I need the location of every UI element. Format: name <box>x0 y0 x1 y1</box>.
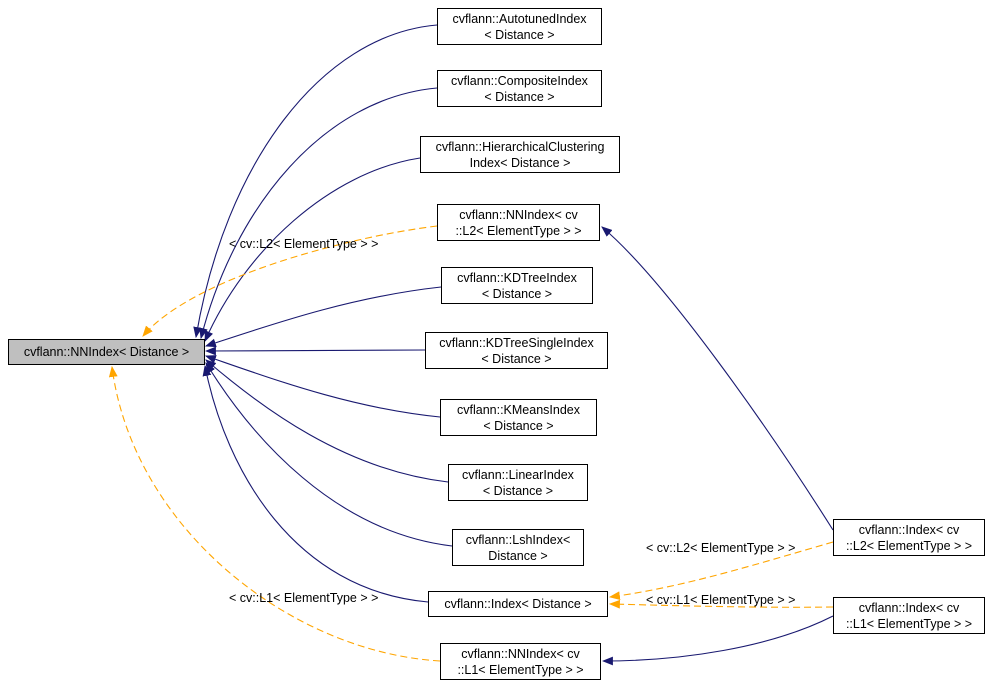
node-label-line: < Distance > <box>481 286 553 301</box>
edge-label-l2-right: < cv::L2< ElementType > > <box>646 541 796 555</box>
edge-nnindex-l2-to-main <box>142 225 438 337</box>
node-autotuned-index[interactable]: cvflann::AutotunedIndex < Distance > <box>437 8 602 45</box>
node-hierarchical-clustering-index[interactable]: cvflann::HierarchicalClustering Index< D… <box>420 136 620 173</box>
node-label-line: ::L2< ElementType > > <box>455 223 582 238</box>
node-index-l1[interactable]: cvflann::Index< cv ::L1< ElementType > > <box>833 597 985 634</box>
edge-label-l1-left: < cv::L1< ElementType > > <box>229 591 379 605</box>
node-label-line: cvflann::Index< cv <box>858 600 960 615</box>
node-label-line: cvflann::KMeansIndex <box>457 402 580 417</box>
node-kdtree-single-index[interactable]: cvflann::KDTreeSingleIndex < Distance > <box>425 332 608 369</box>
edge-index-l2-to-index-distance <box>608 541 834 601</box>
node-label-line: ::L1< ElementType > > <box>457 662 584 677</box>
node-index-l2[interactable]: cvflann::Index< cv ::L2< ElementType > > <box>833 519 985 556</box>
edge-autotuned-to-main <box>193 24 438 339</box>
node-label-line: cvflann::LinearIndex <box>462 467 574 482</box>
edge-kdtree-to-main <box>204 286 442 348</box>
edge-lsh-to-main <box>205 362 453 547</box>
node-label-line: cvflann::KDTreeSingleIndex <box>439 335 594 350</box>
node-label-line: cvflann::NNIndex< cv <box>461 646 580 661</box>
node-nnindex-l1[interactable]: cvflann::NNIndex< cv ::L1< ElementType >… <box>440 643 601 680</box>
edge-label-l1-right: < cv::L1< ElementType > > <box>646 593 796 607</box>
node-kdtree-index[interactable]: cvflann::KDTreeIndex < Distance > <box>441 267 593 304</box>
node-linear-index[interactable]: cvflann::LinearIndex < Distance > <box>448 464 588 501</box>
node-label: cvflann::Index< Distance > <box>444 597 592 611</box>
edge-kmeans-to-main <box>204 355 441 418</box>
node-label-line: Index< Distance > <box>469 155 571 170</box>
edge-hierarchical-to-main <box>204 157 421 343</box>
edge-nnindex-l1-to-main <box>108 365 441 662</box>
node-label: cvflann::NNIndex< Distance > <box>23 345 190 359</box>
edge-index-l1-to-nnindex-l1 <box>601 615 834 666</box>
node-label-line: cvflann::CompositeIndex <box>451 73 588 88</box>
node-label-line: cvflann::AutotunedIndex <box>452 11 587 26</box>
node-label-line: ::L1< ElementType > > <box>845 616 973 631</box>
node-composite-index[interactable]: cvflann::CompositeIndex < Distance > <box>437 70 602 107</box>
edge-composite-to-main <box>199 87 438 340</box>
edge-kdtreesingle-to-main <box>204 346 426 356</box>
node-nnindex-distance[interactable]: cvflann::NNIndex< Distance > <box>8 339 205 365</box>
edge-label-l2-left: < cv::L2< ElementType > > <box>229 237 379 251</box>
edge-index-l2-to-nnindex-l2 <box>601 226 834 531</box>
node-label-line: ::L2< ElementType > > <box>845 538 973 553</box>
node-label-line: cvflann::Index< cv <box>858 522 960 537</box>
node-label-line: cvflann::LshIndex< <box>465 532 571 547</box>
node-lsh-index[interactable]: cvflann::LshIndex< Distance > <box>452 529 584 566</box>
node-label-line: cvflann::HierarchicalClustering <box>435 139 605 154</box>
node-kmeans-index[interactable]: cvflann::KMeansIndex < Distance > <box>440 399 597 436</box>
node-label-line: cvflann::NNIndex< cv <box>459 207 578 222</box>
node-label-line: < Distance > <box>482 483 554 498</box>
node-label-line: < Distance > <box>481 351 552 366</box>
node-label-line: < Distance > <box>484 89 555 104</box>
node-label-line: < Distance > <box>484 27 555 42</box>
node-label-line: cvflann::KDTreeIndex <box>457 270 577 285</box>
edge-index-l1-to-index-distance <box>608 599 834 609</box>
edge-index-distance-to-main <box>202 364 429 603</box>
node-label-line: Distance > <box>488 548 548 563</box>
edge-linear-to-main <box>205 359 449 483</box>
node-index-distance[interactable]: cvflann::Index< Distance > <box>428 591 608 617</box>
node-label-line: < Distance > <box>483 418 554 433</box>
node-nnindex-l2[interactable]: cvflann::NNIndex< cv ::L2< ElementType >… <box>437 204 600 241</box>
